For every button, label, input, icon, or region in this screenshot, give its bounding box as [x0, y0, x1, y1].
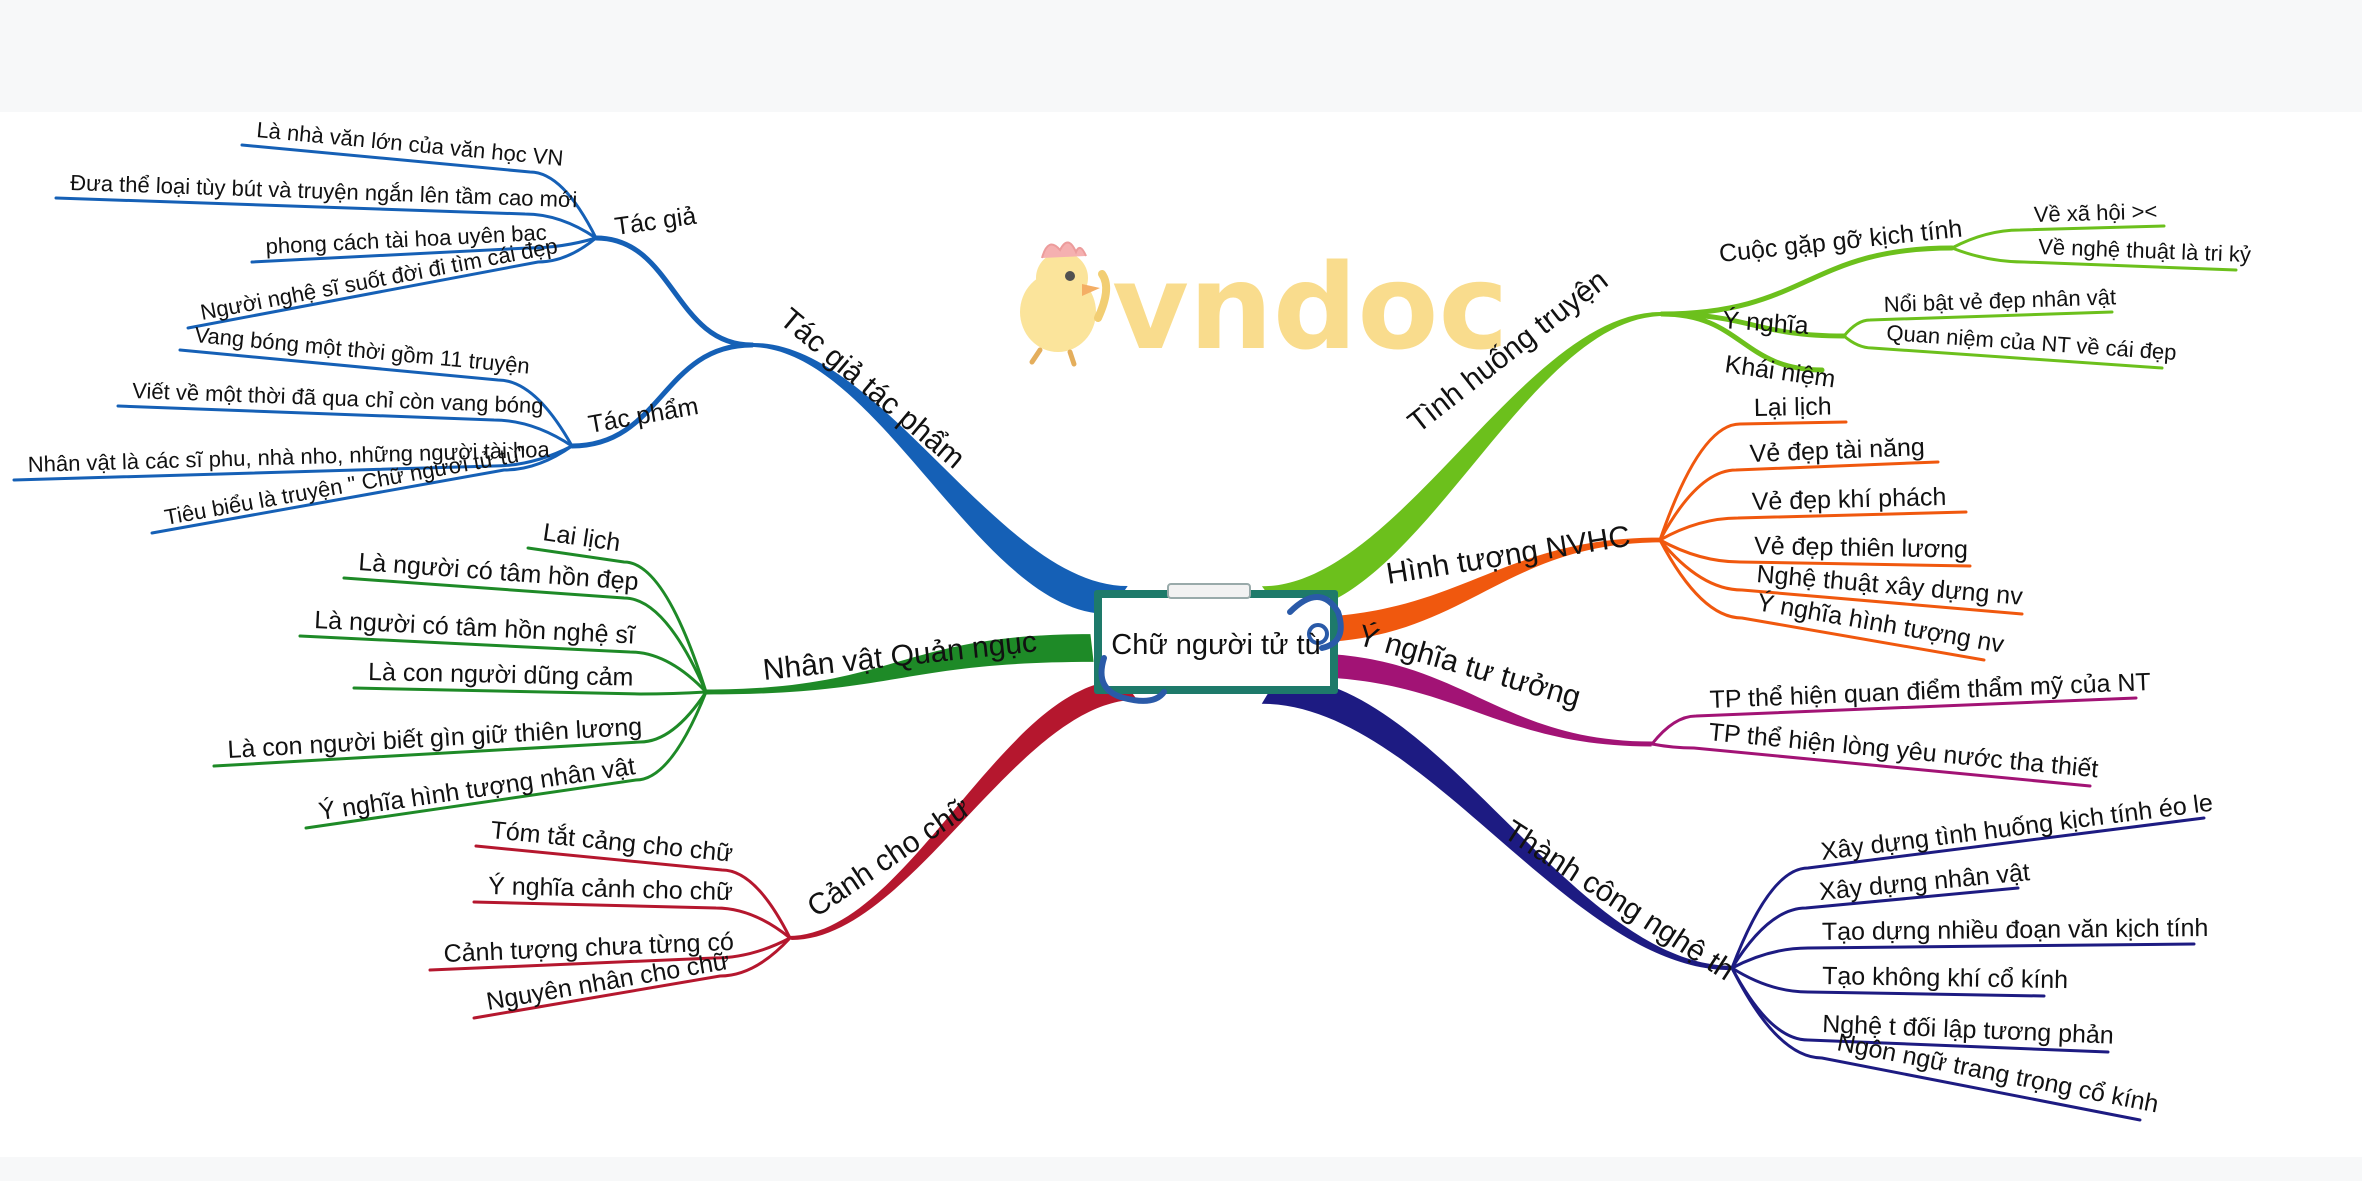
subbranch-line — [1659, 311, 1825, 373]
leaf-line — [428, 936, 792, 972]
leaf-line — [240, 143, 598, 240]
branch-line-tinh-huong-truyen — [1261, 311, 1664, 614]
leaf-line — [1658, 538, 1986, 662]
leaf-line — [1658, 538, 2024, 616]
branch-line-thanh-cong-nghe-thuat — [1261, 676, 1734, 971]
leaf-line — [1658, 460, 1940, 542]
leaf-line — [304, 690, 708, 830]
leaf-line — [342, 576, 708, 694]
leaf-label[interactable]: Vẻ đẹp thiên lương — [1754, 532, 1968, 564]
leaf-line — [1950, 224, 2166, 250]
branch-line-tac-gia-tac-pham — [750, 342, 1128, 614]
leaf-line — [1730, 942, 2196, 970]
leaf-line — [1658, 538, 1972, 568]
leaf-line — [178, 348, 574, 448]
watermark: vndoc — [1020, 238, 1508, 376]
leaf-label[interactable]: Lại lịch — [1754, 393, 1832, 422]
branch-line-y-nghia-tu-tuong — [1299, 653, 1653, 747]
branch-links — [12, 143, 2238, 1122]
leaf-line — [298, 634, 708, 694]
leaf-line — [150, 444, 574, 535]
branch-line-nhan-vat-quan-nguc — [705, 634, 1094, 695]
leaf-line — [474, 844, 792, 940]
leaf-line — [116, 404, 574, 448]
leaf-line — [212, 690, 708, 768]
stethoscope-tube-icon — [1098, 655, 1167, 704]
leaf-line — [1658, 420, 1848, 542]
leaf-label[interactable]: Vẻ đẹp khí phách — [1751, 483, 1946, 516]
subbranch-line — [1659, 245, 1955, 317]
leaf-line — [352, 686, 708, 696]
subbranch-line — [569, 342, 755, 449]
leaf-line — [1950, 246, 2238, 272]
branch-line-canh-cho-chu — [788, 680, 1138, 941]
center-label[interactable]: Chữ người tử tù — [1111, 629, 1320, 661]
leaf-line — [1650, 696, 2138, 746]
clipboard-clip-icon — [1167, 583, 1251, 599]
stethoscope-head-icon — [1307, 623, 1329, 645]
subbranch-line — [593, 235, 755, 348]
leaf-line — [1650, 742, 2092, 788]
center-node[interactable]: Chữ người tử tù — [1094, 583, 1344, 704]
leaf-line — [250, 236, 598, 264]
chick-mascot-icon: vndoc — [1020, 238, 1508, 376]
leaf-line — [1842, 334, 2164, 370]
leaf-label[interactable]: Ý nghĩa cảnh cho chữ — [488, 871, 733, 906]
watermark-text: vndoc — [1112, 238, 1508, 376]
subbranch-label[interactable]: Ý nghĩa — [1722, 305, 1810, 340]
leaf-line — [1730, 816, 2206, 970]
branch-line-hinh-tuong-nvhc — [1298, 537, 1661, 643]
leaf-label[interactable]: Là con người dũng cảm — [368, 658, 634, 692]
leaf-line — [54, 196, 598, 240]
leaf-label[interactable]: Tạo dựng nhiều đoạn văn kịch tính — [1822, 914, 2209, 946]
leaf-label[interactable]: Tạo không khí cổ kính — [1822, 962, 2068, 994]
leaf-line — [1658, 510, 1968, 542]
leaf-line — [1730, 966, 2046, 998]
leaf-line — [472, 936, 792, 1020]
leaf-label[interactable]: Vẻ đẹp tài năng — [1749, 433, 1925, 468]
leaf-line — [1730, 966, 2142, 1122]
leaf-line — [1730, 886, 2020, 970]
stethoscope-icon — [1287, 594, 1344, 651]
leaf-line — [186, 236, 598, 330]
leaf-label[interactable]: Về xã hội >< — [2033, 199, 2157, 227]
leaf-line — [472, 900, 792, 940]
leaf-line — [526, 546, 708, 694]
leaf-line — [1842, 310, 2114, 338]
